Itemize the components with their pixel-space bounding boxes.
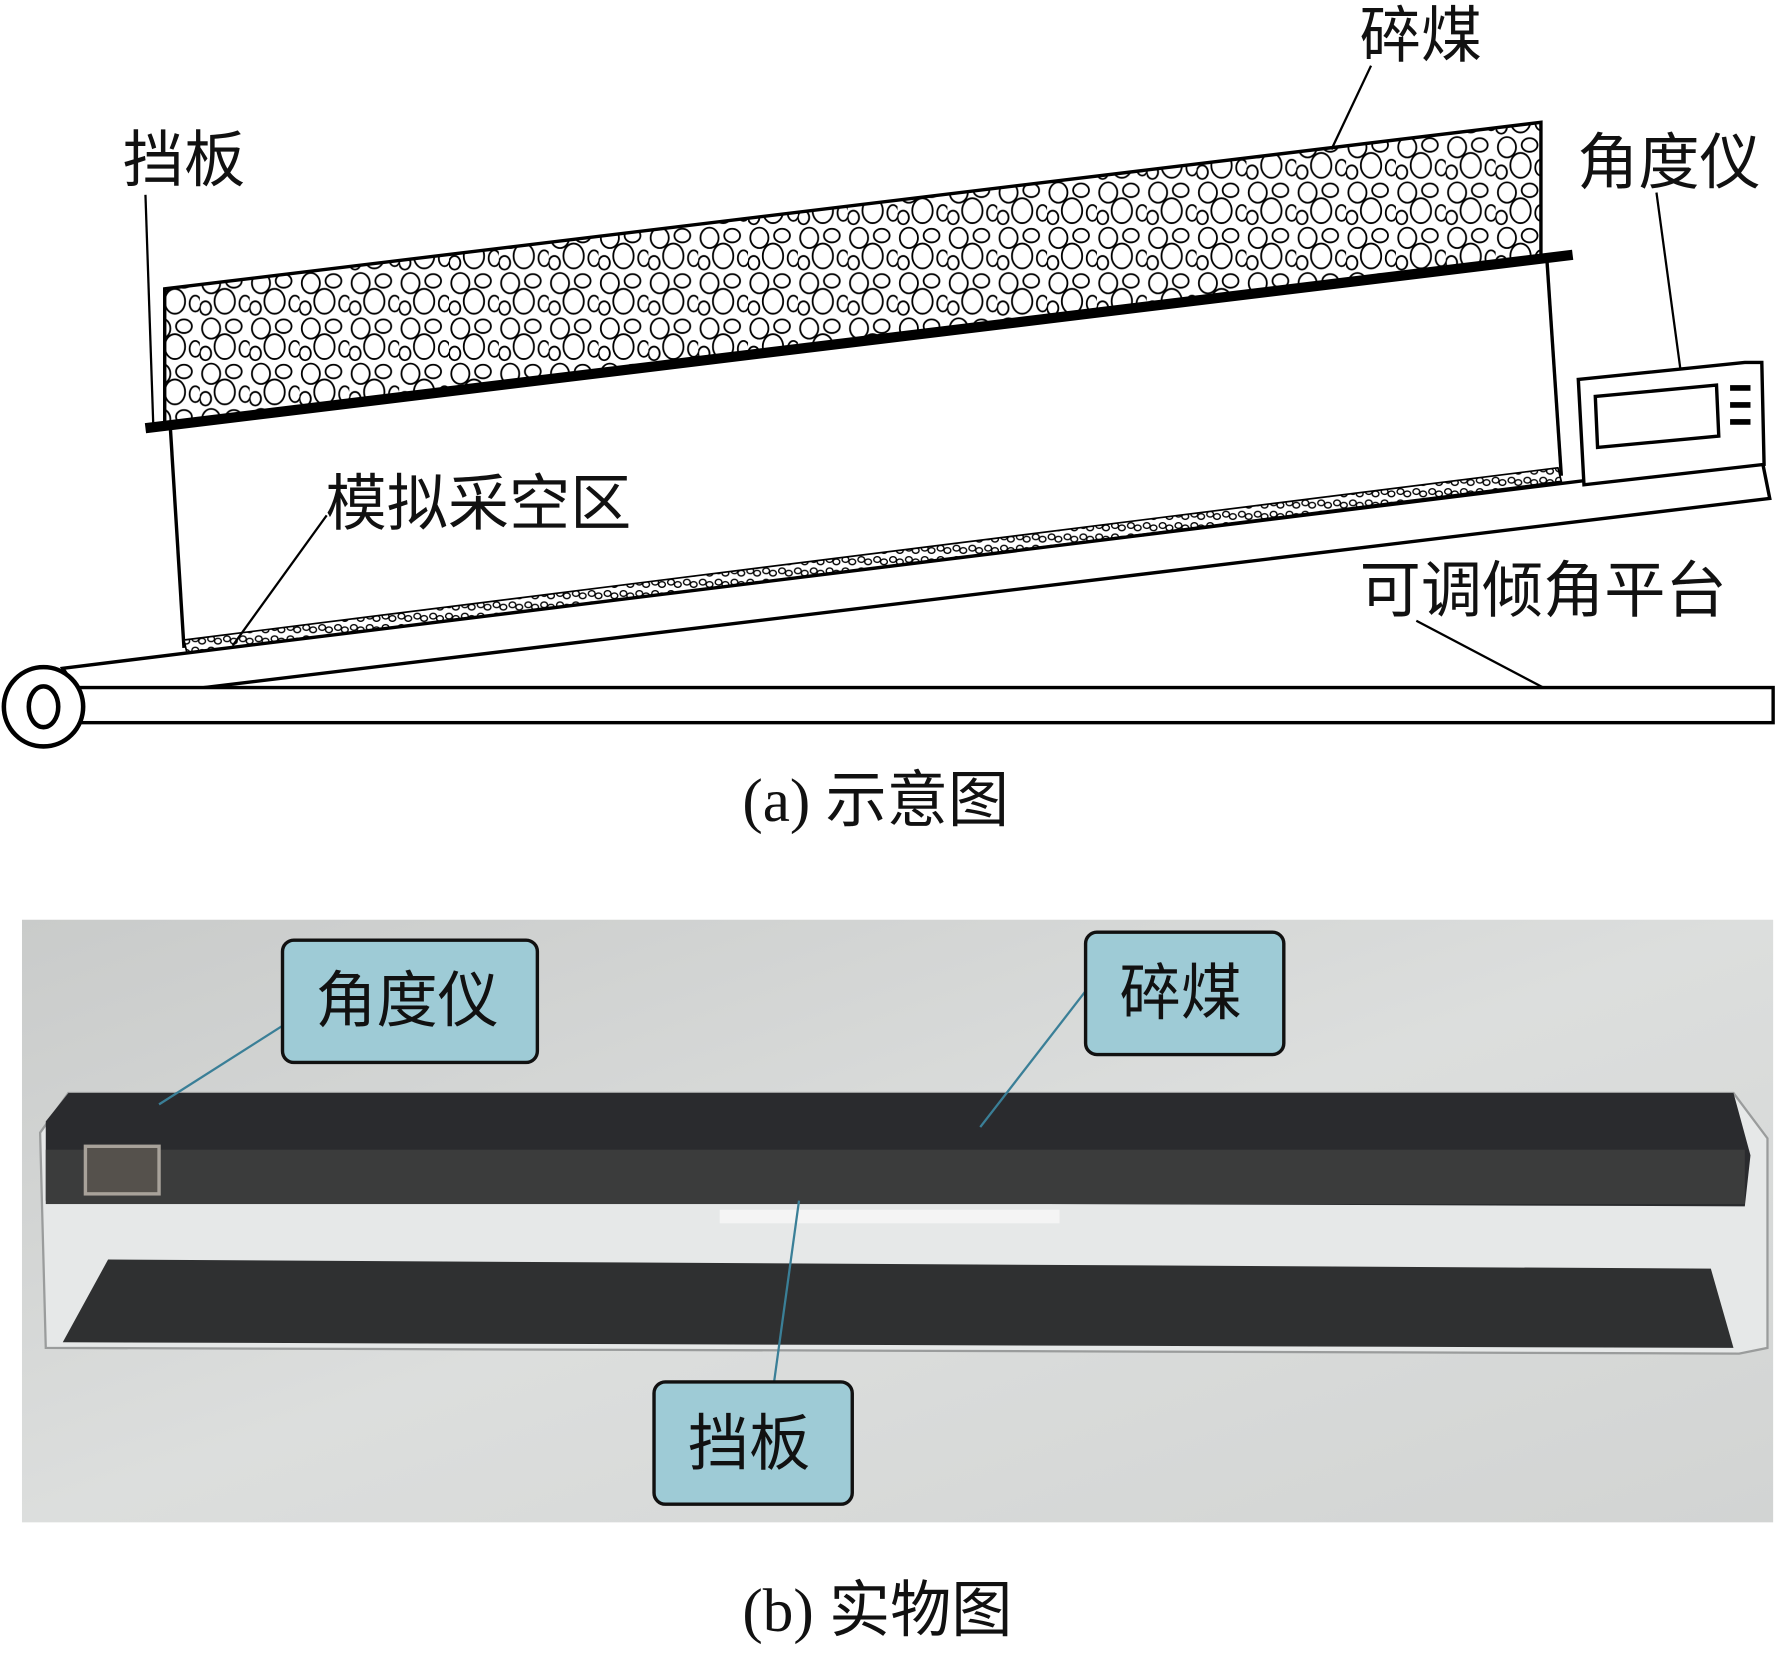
label-simulated-goaf: 模拟采空区	[326, 468, 632, 539]
goaf-coal-layer	[182, 466, 1563, 656]
angle-meter-device	[1576, 360, 1766, 487]
label-angle-meter: 角度仪	[1577, 127, 1760, 198]
tilt-platform-base	[66, 685, 1775, 725]
photo-baffle	[719, 1209, 1060, 1224]
label-tilt-platform: 可调倾角平台	[1360, 556, 1727, 627]
baffle-plate	[144, 249, 1574, 434]
caption-b: (b) 实物图	[742, 1577, 1012, 1645]
photo-angle-meter	[83, 1144, 161, 1196]
box-right-wall	[1544, 254, 1564, 476]
schematic: 挡板 碎煤 角度仪 模拟采空区 可调倾角平台 (a) 示意图	[1, 1, 1775, 835]
svg-text:角度仪: 角度仪	[315, 966, 498, 1037]
label-crushed-coal: 碎煤	[1360, 1, 1482, 72]
callout-angle-meter: 角度仪	[280, 938, 540, 1065]
photo-goaf-coal	[62, 1259, 1734, 1348]
crushed-coal-layer	[163, 120, 1543, 427]
box-left-wall	[168, 428, 186, 649]
hinge-pin	[26, 684, 61, 730]
svg-text:挡板: 挡板	[688, 1409, 810, 1480]
caption-a: (a) 示意图	[742, 767, 1009, 835]
svg-text:碎煤: 碎煤	[1120, 958, 1242, 1029]
label-baffle: 挡板	[123, 125, 245, 196]
callout-crushed-coal: 碎煤	[1083, 930, 1286, 1057]
callout-baffle: 挡板	[652, 1380, 854, 1506]
photo: 角度仪 碎煤 挡板 (b) 实物图	[21, 919, 1774, 1645]
photo-baffle-coal	[45, 1149, 1745, 1205]
